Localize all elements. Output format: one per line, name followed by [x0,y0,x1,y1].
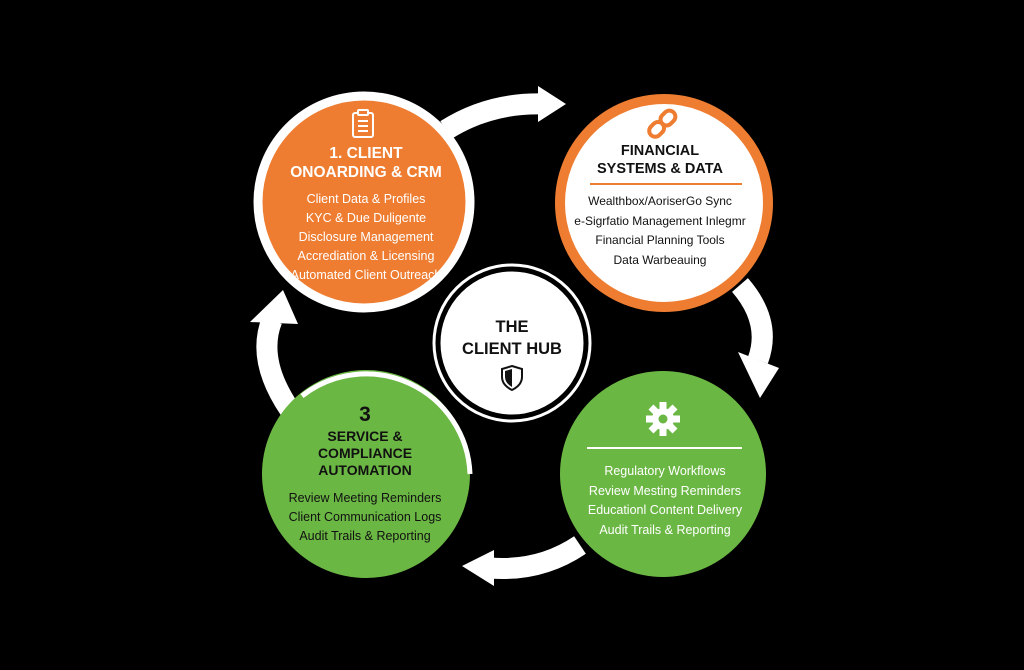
list-item: Educationl Content Delivery [587,503,743,517]
circle-onboarding [253,91,475,313]
list-item: Review Mesting Reminders [588,483,742,498]
hub-title-line-1: THE [495,318,529,336]
node-onboarding-list: Client Data & Profiles KYC & Due Duligen… [282,190,450,285]
circle-hub [435,266,589,420]
list-item: KYC & Due Duligente [305,211,427,225]
node-service: 3 SERVICE & COMPLIANCE AUTOMATION Review… [272,402,458,546]
circle-regulatory [560,371,766,577]
circle-financial [555,94,773,312]
arrow-bottom-head [462,550,494,586]
node-financial-title-line-1: FINANCIAL [620,143,700,159]
list-item: Client Data & Profiles [306,192,426,206]
node-onboarding-title-line-2: ONOARDING & CRM [290,164,442,181]
node-financial-title: FINANCIAL SYSTEMS & DATA [560,142,760,178]
list-item: Client Communication Logs [288,510,442,524]
list-item: Financial Planning Tools [595,233,725,247]
node-service-title-line-3: AUTOMATION [318,462,412,478]
arrow-left [256,316,299,416]
list-item: Wealthbox/AoriserGo Sync [588,194,732,208]
node-regulatory: Regulatory Workflows Review Mesting Remi… [572,462,758,540]
node-service-number: 3 [359,403,371,426]
list-item: Disclosure Management [298,230,434,244]
node-financial-list: Wealthbox/AoriserGo Sync e-Sigrfatio Man… [560,192,760,270]
circle-service [262,370,470,578]
clipboard-icon [352,109,374,138]
arrow-left-head [250,290,298,324]
list-item: e-Sigrfatio Management Inlegmr [574,213,746,228]
arrow-right-head [738,352,779,398]
node-service-title-line-2: COMPLIANCE [317,445,413,461]
node-service-title-line-1: SERVICE & [327,428,403,444]
list-item: Review Meeting Reminders [288,491,442,505]
circle-service-rim [300,371,473,475]
arrow-top-head [538,86,566,122]
node-service-title: SERVICE & COMPLIANCE AUTOMATION [272,428,458,479]
list-item: Audit Trails & Reporting [599,522,731,537]
node-onboarding-title: 1. CLIENT ONOARDING & CRM [282,144,450,182]
hub-label: THE CLIENT HUB [441,316,583,360]
list-item: Audit Trails & Reporting [299,529,431,543]
hub-title-line-2: CLIENT HUB [462,340,562,358]
arrow-top [440,93,546,139]
shield-icon [501,364,523,392]
list-item: Regulatory Workflows [604,464,726,478]
circle-hub-rim [432,263,592,423]
node-financial: FINANCIAL SYSTEMS & DATA Wealthbox/Aoris… [560,142,760,270]
node-service-list: Review Meeting Reminders Client Communic… [272,489,458,546]
list-item: Automated Client Outreach [290,268,442,282]
node-regulatory-list: Regulatory Workflows Review Mesting Remi… [572,462,758,540]
arrow-bottom [489,536,586,579]
list-item: Accrediation & Licensing [297,249,435,263]
node-onboarding: 1. CLIENT ONOARDING & CRM Client Data & … [282,144,450,285]
gear-icon [646,402,680,436]
list-item: Data Warbeauing [613,252,707,267]
chain-link-icon [647,108,678,139]
arrow-right [731,278,773,364]
node-financial-title-line-2: SYSTEMS & DATA [597,161,723,177]
node-onboarding-title-line-1: 1. CLIENT [329,145,403,162]
